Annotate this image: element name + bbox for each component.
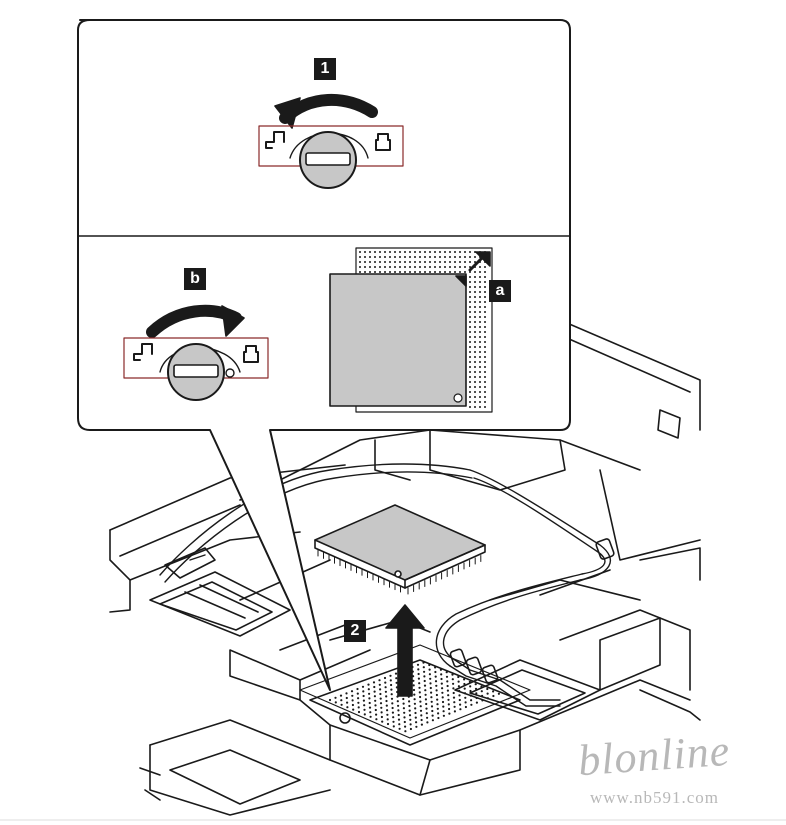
lock-padlock-icon (243, 345, 259, 363)
latch-unlock-detail (258, 93, 404, 189)
step-1-label: 1 (314, 58, 336, 80)
latch-lock-detail (123, 304, 269, 401)
cable-connectors (449, 538, 615, 684)
latch-a-label: a (489, 280, 511, 302)
cable-bundle (159, 463, 612, 707)
step-2-label: 2 (344, 620, 366, 642)
watermark-url: www.nb591.com (590, 788, 719, 807)
cpu-pins (317, 549, 482, 595)
watermark-logo: blonline (576, 725, 732, 786)
latch-b-label: b (184, 268, 206, 290)
lift-up-arrow (385, 604, 425, 697)
lock-padlock-icon (375, 133, 391, 151)
cpu-alignment-detail (329, 247, 493, 413)
alignment-pin-grid (359, 251, 486, 408)
unlock-padlock-icon (133, 343, 153, 361)
lifted-cpu (314, 504, 486, 595)
cpu-socket (299, 644, 531, 746)
detail-callout-bubble (77, 19, 571, 691)
socket-pin-grid (328, 661, 500, 733)
unlock-padlock-icon (265, 131, 285, 149)
